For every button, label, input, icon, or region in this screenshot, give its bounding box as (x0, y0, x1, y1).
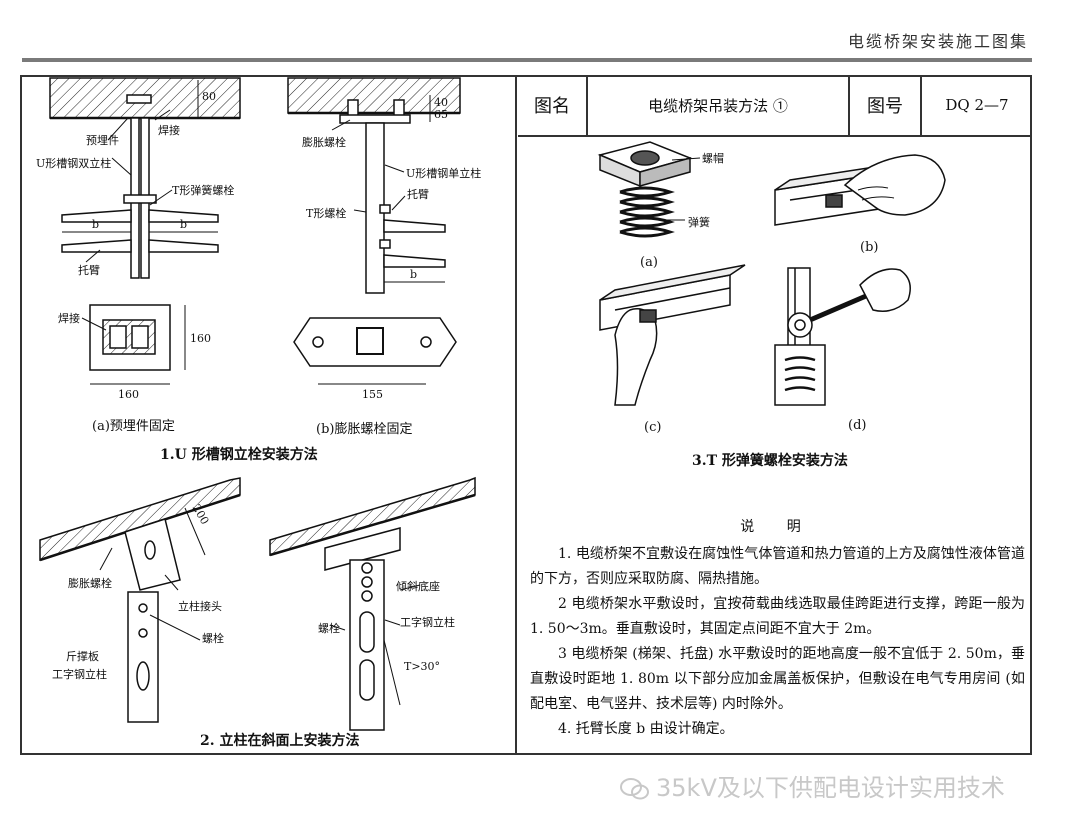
dim-40: 40 (434, 96, 448, 109)
drawing-sheet (20, 75, 1032, 755)
watermark: 35kV及以下供配电设计实用技术 (620, 768, 1005, 803)
dim-160-vertical: 160 (190, 332, 211, 345)
figure-3d (774, 267, 911, 406)
label-brace-plate: 斤撑板 (66, 650, 99, 663)
caption-3d: (d) (848, 418, 867, 433)
drawing-name-label: 图名 (518, 75, 588, 135)
label-t-spring-bolt: T形弹簧螺栓 (172, 184, 235, 197)
figure-3c (599, 264, 746, 406)
label-angle: T>30° (404, 660, 441, 673)
collection-title: 电缆桥架安装施工图集 (847, 32, 1028, 51)
label-spring: 弹簧 (688, 216, 710, 229)
label-t-bolt: T形螺栓 (306, 207, 347, 220)
sheet-divider (515, 75, 517, 755)
label-i-beam-post-left: 工字钢立柱 (52, 668, 107, 681)
section-1-title: 1.U 形槽钢立栓安装方法 (160, 447, 318, 463)
label-welding: 焊接 (158, 124, 180, 137)
caption-3c: (c) (644, 420, 662, 435)
section-2-title: 2. 立柱在斜面上安装方法 (200, 733, 360, 749)
figure-1a (49, 77, 241, 385)
label-nut: 螺帽 (702, 152, 724, 165)
notes-block: 说 明 1. 电缆桥架不宜敷设在腐蚀性气体管道和热力管道的上方及腐蚀性液体管道的… (530, 515, 1025, 742)
notes-title: 说 明 (740, 519, 815, 535)
caption-3a: (a) (640, 255, 658, 270)
header-rule (22, 58, 1032, 62)
label-post-joint: 立柱接头 (178, 600, 222, 613)
note-item: 3 电缆桥架 (梯架、托盘) 水平敷设时的距地高度一般不宜低于 2. 50m，垂… (530, 646, 1025, 712)
dim-b-left: b (92, 218, 100, 231)
figure-3a (597, 141, 701, 238)
label-i-beam-post-right: 工字钢立柱 (400, 616, 455, 629)
label-u-channel-double: U形槽钢双立柱 (36, 157, 112, 170)
caption-3b: (b) (860, 240, 879, 255)
label-welding-plate: 焊接 (58, 312, 80, 325)
label-u-channel-single: U形槽钢单立柱 (406, 167, 482, 180)
dim-b: b (410, 268, 418, 281)
dim-65: 65 (434, 108, 448, 121)
label-bolt-left: 螺栓 (202, 632, 224, 645)
label-expansion-bolt-slope: 膨胀螺栓 (68, 577, 112, 590)
drawing-number-label: 图号 (850, 75, 922, 135)
title-block: 图名 电缆桥架吊装方法 ① 图号 DQ 2—7 (518, 75, 1032, 137)
dim-160-horizontal: 160 (118, 388, 139, 401)
note-item: 4. 托臂长度 b 由设计确定。 (558, 721, 734, 737)
dim-80: 80 (202, 90, 216, 103)
label-embedded-part: 预埋件 (86, 134, 119, 147)
drawing-name-value: 电缆桥架吊装方法 ① (588, 75, 850, 135)
dim-b-right: b (180, 218, 188, 231)
figure-3b (774, 154, 946, 226)
note-item: 2 电缆桥架水平敷设时，宜按荷载曲线选取最佳跨距进行支撑，跨距一般为 1. 50… (530, 596, 1025, 637)
page-header: 电缆桥架安装施工图集 (0, 0, 1080, 70)
wechat-icon (620, 778, 649, 800)
caption-1b: (b)膨胀螺栓固定 (316, 422, 413, 437)
label-expansion-bolt: 膨胀螺栓 (302, 136, 346, 149)
watermark-text: 35kV及以下供配电设计实用技术 (656, 774, 1005, 802)
note-item: 1. 电缆桥架不宜敷设在腐蚀性气体管道和热力管道的上方及腐蚀性液体管道的下方，否… (530, 546, 1025, 587)
dim-155: 155 (362, 388, 383, 401)
section-3-title: 3.T 形弹簧螺栓安装方法 (692, 453, 848, 469)
figure-1b (287, 77, 461, 385)
figure-2-right (269, 476, 476, 731)
drawing-number-value: DQ 2—7 (945, 96, 1009, 114)
label-bracket-arm: 托臂 (78, 264, 100, 277)
label-bracket-arm-b: 托臂 (407, 188, 429, 201)
label-inclined-base: 倾斜底座 (396, 580, 440, 593)
label-bolt-right: 螺栓 (318, 622, 340, 635)
caption-1a: (a)预埋件固定 (92, 419, 175, 434)
figure-2-left (39, 477, 241, 723)
